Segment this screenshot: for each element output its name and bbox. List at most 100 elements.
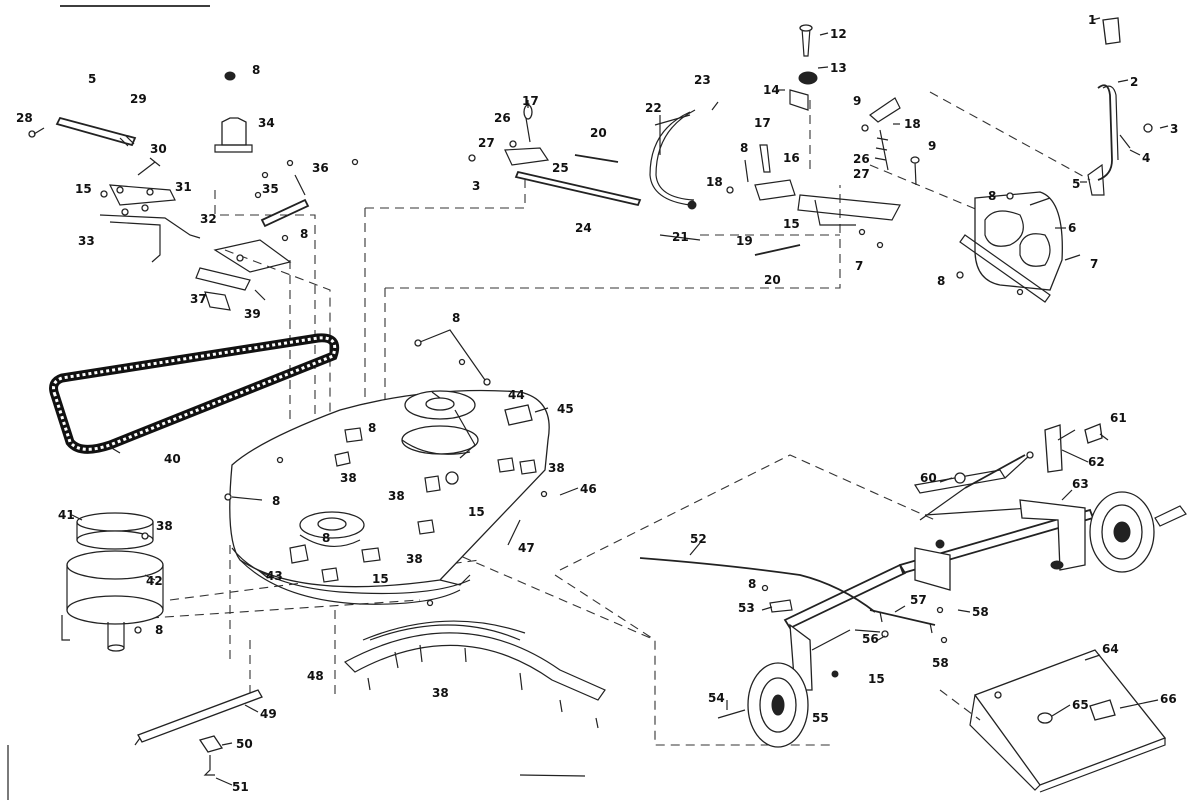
callout-26: 26 bbox=[853, 152, 870, 166]
callout-22: 22 bbox=[645, 101, 662, 115]
callout-27: 27 bbox=[853, 167, 870, 181]
callout-44: 44 bbox=[508, 388, 525, 402]
callout-36: 36 bbox=[312, 161, 329, 175]
callout-15: 15 bbox=[868, 672, 885, 686]
callout-8: 8 bbox=[368, 421, 376, 435]
callout-50: 50 bbox=[236, 737, 253, 751]
blade bbox=[134, 689, 263, 776]
callout-37: 37 bbox=[190, 292, 207, 306]
callout-3: 3 bbox=[472, 179, 480, 193]
callout-32: 32 bbox=[200, 212, 217, 226]
callout-16: 16 bbox=[783, 151, 800, 165]
callout-7: 7 bbox=[1090, 257, 1098, 271]
shift-rod-assembly bbox=[28, 116, 137, 147]
spring-and-clip-assembly bbox=[99, 157, 201, 263]
callout-53: 53 bbox=[738, 601, 755, 615]
callout-58: 58 bbox=[972, 605, 989, 619]
height-adjust-bracket bbox=[195, 234, 292, 311]
callout-8: 8 bbox=[452, 311, 460, 325]
callout-18: 18 bbox=[904, 117, 921, 131]
callout-38: 38 bbox=[548, 461, 565, 475]
callout-38: 38 bbox=[432, 686, 449, 700]
callout-26: 26 bbox=[494, 111, 511, 125]
callout-41: 41 bbox=[58, 508, 75, 522]
callout-21: 21 bbox=[672, 230, 689, 244]
callout-12: 12 bbox=[830, 27, 847, 41]
callout-63: 63 bbox=[1072, 477, 1089, 491]
callout-17: 17 bbox=[522, 94, 539, 108]
callout-20: 20 bbox=[590, 126, 607, 140]
callout-14: 14 bbox=[763, 83, 780, 97]
height-cable bbox=[639, 557, 876, 613]
callout-38: 38 bbox=[156, 519, 173, 533]
engine-pulley bbox=[61, 512, 164, 652]
callout-47: 47 bbox=[518, 541, 535, 555]
drive-belt bbox=[49, 333, 340, 454]
cable-60-spring bbox=[919, 454, 1026, 521]
callout-7: 7 bbox=[855, 259, 863, 273]
callout-3: 3 bbox=[1170, 122, 1178, 136]
callout-20: 20 bbox=[764, 273, 781, 287]
lift-rod-assembly bbox=[468, 104, 701, 241]
callout-51: 51 bbox=[232, 780, 249, 794]
callout-9: 9 bbox=[928, 139, 936, 153]
callout-58: 58 bbox=[932, 656, 949, 670]
callout-48: 48 bbox=[307, 669, 324, 683]
callout-40: 40 bbox=[164, 452, 181, 466]
callout-8: 8 bbox=[937, 274, 945, 288]
callout-8: 8 bbox=[748, 577, 756, 591]
callout-29: 29 bbox=[130, 92, 147, 106]
callout-60: 60 bbox=[920, 471, 937, 485]
callout-leaders bbox=[71, 17, 1169, 786]
callout-65: 65 bbox=[1072, 698, 1089, 712]
callout-2: 2 bbox=[1130, 75, 1138, 89]
callout-8: 8 bbox=[252, 63, 260, 77]
callout-43: 43 bbox=[266, 569, 283, 583]
callout-45: 45 bbox=[557, 402, 574, 416]
callout-15: 15 bbox=[468, 505, 485, 519]
rear-handle-and-axle bbox=[717, 423, 1187, 748]
callout-9: 9 bbox=[853, 94, 861, 108]
callout-13: 13 bbox=[830, 61, 847, 75]
callout-5: 5 bbox=[1072, 177, 1080, 191]
callout-4: 4 bbox=[1142, 151, 1150, 165]
callout-38: 38 bbox=[388, 489, 405, 503]
callout-27: 27 bbox=[478, 136, 495, 150]
callout-42: 42 bbox=[146, 574, 163, 588]
callout-39: 39 bbox=[244, 307, 261, 321]
callout-8: 8 bbox=[155, 623, 163, 637]
baffle bbox=[344, 599, 606, 729]
height-lever-assembly bbox=[956, 17, 1153, 303]
callout-labels: 1 2 3 4 5 6 7 7 8 8 8 8 8 8 8 8 8 8 8 9 … bbox=[16, 13, 1178, 794]
callout-28: 28 bbox=[16, 111, 33, 125]
callout-46: 46 bbox=[580, 482, 597, 496]
callout-66: 66 bbox=[1160, 692, 1177, 706]
callout-15: 15 bbox=[372, 572, 389, 586]
callout-64: 64 bbox=[1102, 642, 1119, 656]
callout-6: 6 bbox=[1068, 221, 1076, 235]
callout-34: 34 bbox=[258, 116, 275, 130]
callout-55: 55 bbox=[812, 711, 829, 725]
callout-8: 8 bbox=[740, 141, 748, 155]
rod-35-36 bbox=[254, 158, 359, 228]
callout-56: 56 bbox=[862, 632, 879, 646]
control-pivot-group bbox=[726, 24, 920, 256]
callout-35: 35 bbox=[262, 182, 279, 196]
discharge-deflector bbox=[969, 649, 1167, 793]
callout-54: 54 bbox=[708, 691, 725, 705]
callout-15: 15 bbox=[75, 182, 92, 196]
callout-1: 1 bbox=[1088, 13, 1096, 27]
stray-line bbox=[519, 774, 586, 777]
callout-8: 8 bbox=[322, 531, 330, 545]
callout-8: 8 bbox=[988, 189, 996, 203]
callout-17: 17 bbox=[754, 116, 771, 130]
callout-61: 61 bbox=[1110, 411, 1127, 425]
callout-38: 38 bbox=[340, 471, 357, 485]
callout-18: 18 bbox=[706, 175, 723, 189]
callout-49: 49 bbox=[260, 707, 277, 721]
callout-25: 25 bbox=[552, 161, 569, 175]
bolt-group-8 bbox=[414, 329, 491, 386]
callout-23: 23 bbox=[694, 73, 711, 87]
